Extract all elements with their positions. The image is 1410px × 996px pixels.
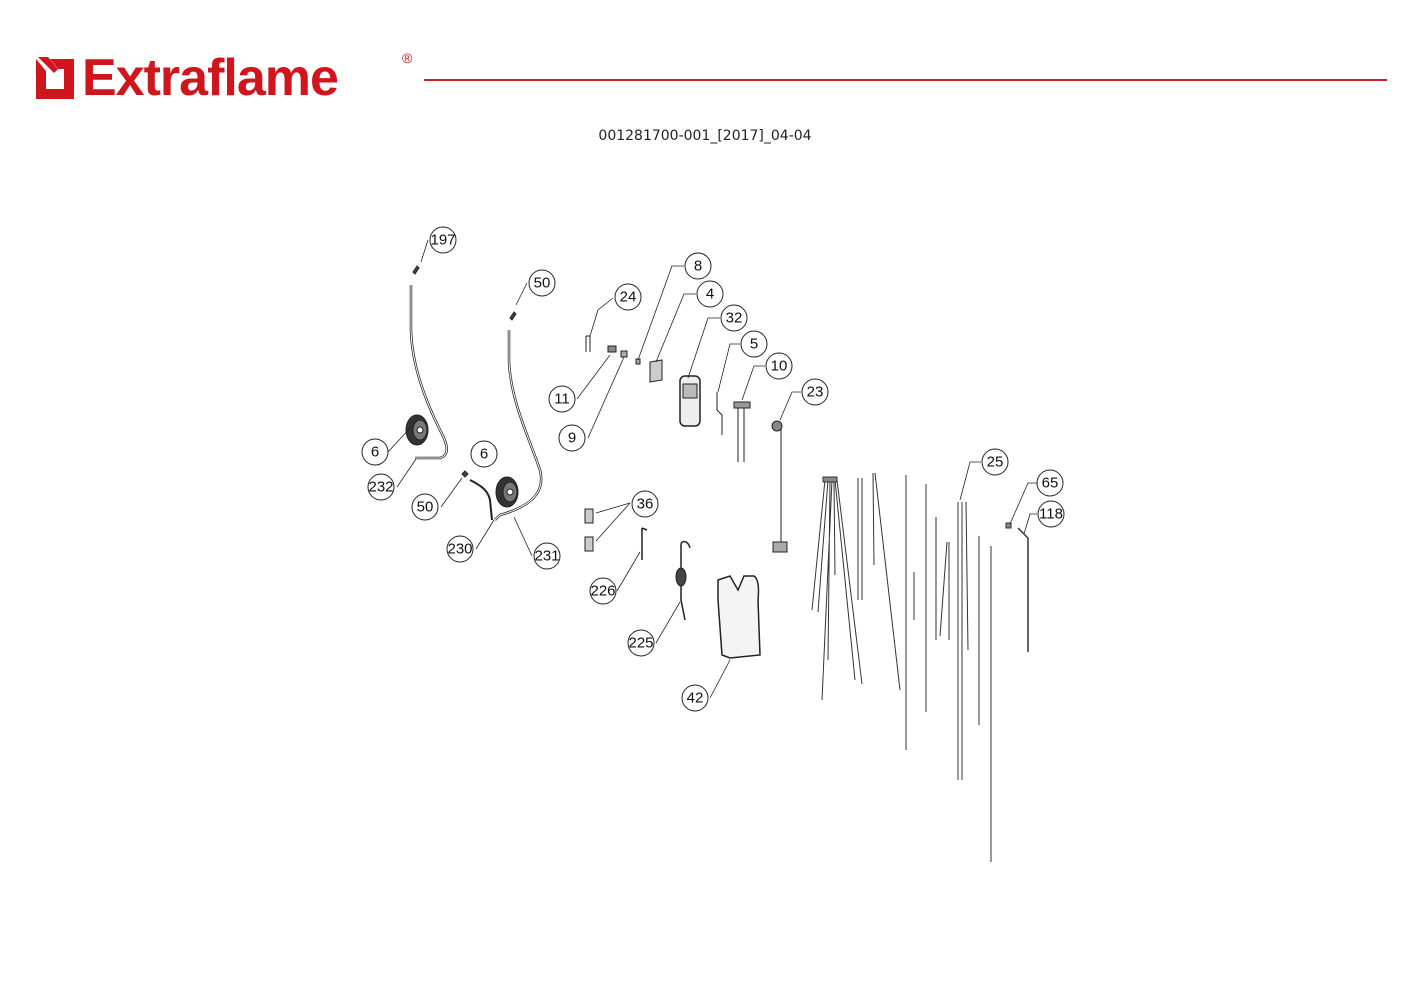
svg-text:36: 36 [637, 496, 654, 513]
part-bracket-4 [649, 359, 663, 383]
svg-text:65: 65 [1042, 475, 1059, 492]
registered-mark: ® [402, 50, 413, 66]
callout-32: 32 [720, 304, 748, 332]
callout-231: 231 [533, 542, 561, 570]
document-code: 001281700-001_[2017]_04-04 [598, 128, 812, 144]
svg-text:231: 231 [534, 548, 559, 565]
part-clip-9 [620, 350, 628, 358]
svg-text:10: 10 [771, 358, 788, 375]
svg-text:9: 9 [568, 430, 576, 447]
callout-23: 23 [801, 378, 829, 406]
part-hinge-36-bottom [584, 536, 594, 552]
callout-232: 232 [367, 473, 395, 501]
brand-logo: Extraflame [34, 49, 339, 107]
callout-8: 8 [684, 252, 712, 280]
leader-lines [387, 239, 1037, 699]
svg-text:5: 5 [750, 336, 758, 353]
callout-5: 5 [740, 330, 768, 358]
part-connector-197 [412, 265, 420, 275]
part-wiring-harness [811, 472, 1029, 862]
part-fan-6-left [405, 414, 429, 446]
svg-text:24: 24 [620, 289, 637, 306]
part-rod-226 [641, 527, 648, 560]
part-probe-10 [733, 401, 751, 462]
callout-230: 230 [446, 535, 474, 563]
part-fan-6-right [495, 476, 519, 508]
part-igniter-225 [675, 540, 691, 621]
callout-10: 10 [765, 352, 793, 380]
part-cable-230 [469, 479, 493, 521]
callout-6-right: 6 [470, 440, 498, 468]
part-hinge-36-top [584, 508, 594, 524]
callout-197: 197 [429, 226, 457, 254]
part-panel-42 [717, 575, 761, 659]
callout-65: 65 [1036, 469, 1064, 497]
callout-11: 11 [548, 385, 576, 413]
svg-text:197: 197 [430, 232, 455, 249]
callout-24: 24 [614, 283, 642, 311]
callout-50-bottom: 50 [411, 493, 439, 521]
callout-25: 25 [981, 448, 1009, 476]
callout-4: 4 [696, 280, 724, 308]
svg-text:4: 4 [706, 286, 714, 303]
svg-text:232: 232 [368, 479, 393, 496]
part-sensor-5 [716, 392, 723, 435]
logo-mark-icon [34, 55, 78, 101]
callout-9: 9 [558, 424, 586, 452]
part-clip-11 [607, 345, 617, 353]
svg-text:8: 8 [694, 258, 702, 275]
callout-6-left: 6 [361, 438, 389, 466]
svg-text:6: 6 [371, 444, 379, 461]
svg-text:11: 11 [554, 391, 570, 408]
callout-226: 226 [589, 577, 617, 605]
part-switch-23 [771, 420, 788, 553]
brand-name: Extraflame [82, 49, 339, 107]
svg-text:32: 32 [726, 310, 743, 327]
svg-text:118: 118 [1039, 506, 1063, 523]
svg-text:50: 50 [534, 275, 551, 292]
part-connector-50-top [509, 311, 517, 321]
callout-36: 36 [631, 490, 659, 518]
part-screw-50 [461, 470, 469, 478]
callout-42: 42 [681, 684, 709, 712]
svg-text:230: 230 [447, 541, 472, 558]
part-clip-24 [585, 335, 591, 352]
callout-118: 118 [1037, 500, 1065, 528]
callout-225: 225 [627, 629, 655, 657]
callout-50-top: 50 [528, 269, 556, 297]
svg-text:226: 226 [590, 583, 615, 600]
svg-text:225: 225 [628, 635, 653, 652]
svg-text:23: 23 [807, 384, 824, 401]
svg-text:6: 6 [480, 446, 488, 463]
header-rule [424, 79, 1387, 81]
svg-text:50: 50 [417, 499, 434, 516]
svg-text:42: 42 [687, 690, 704, 707]
svg-text:25: 25 [987, 454, 1004, 471]
